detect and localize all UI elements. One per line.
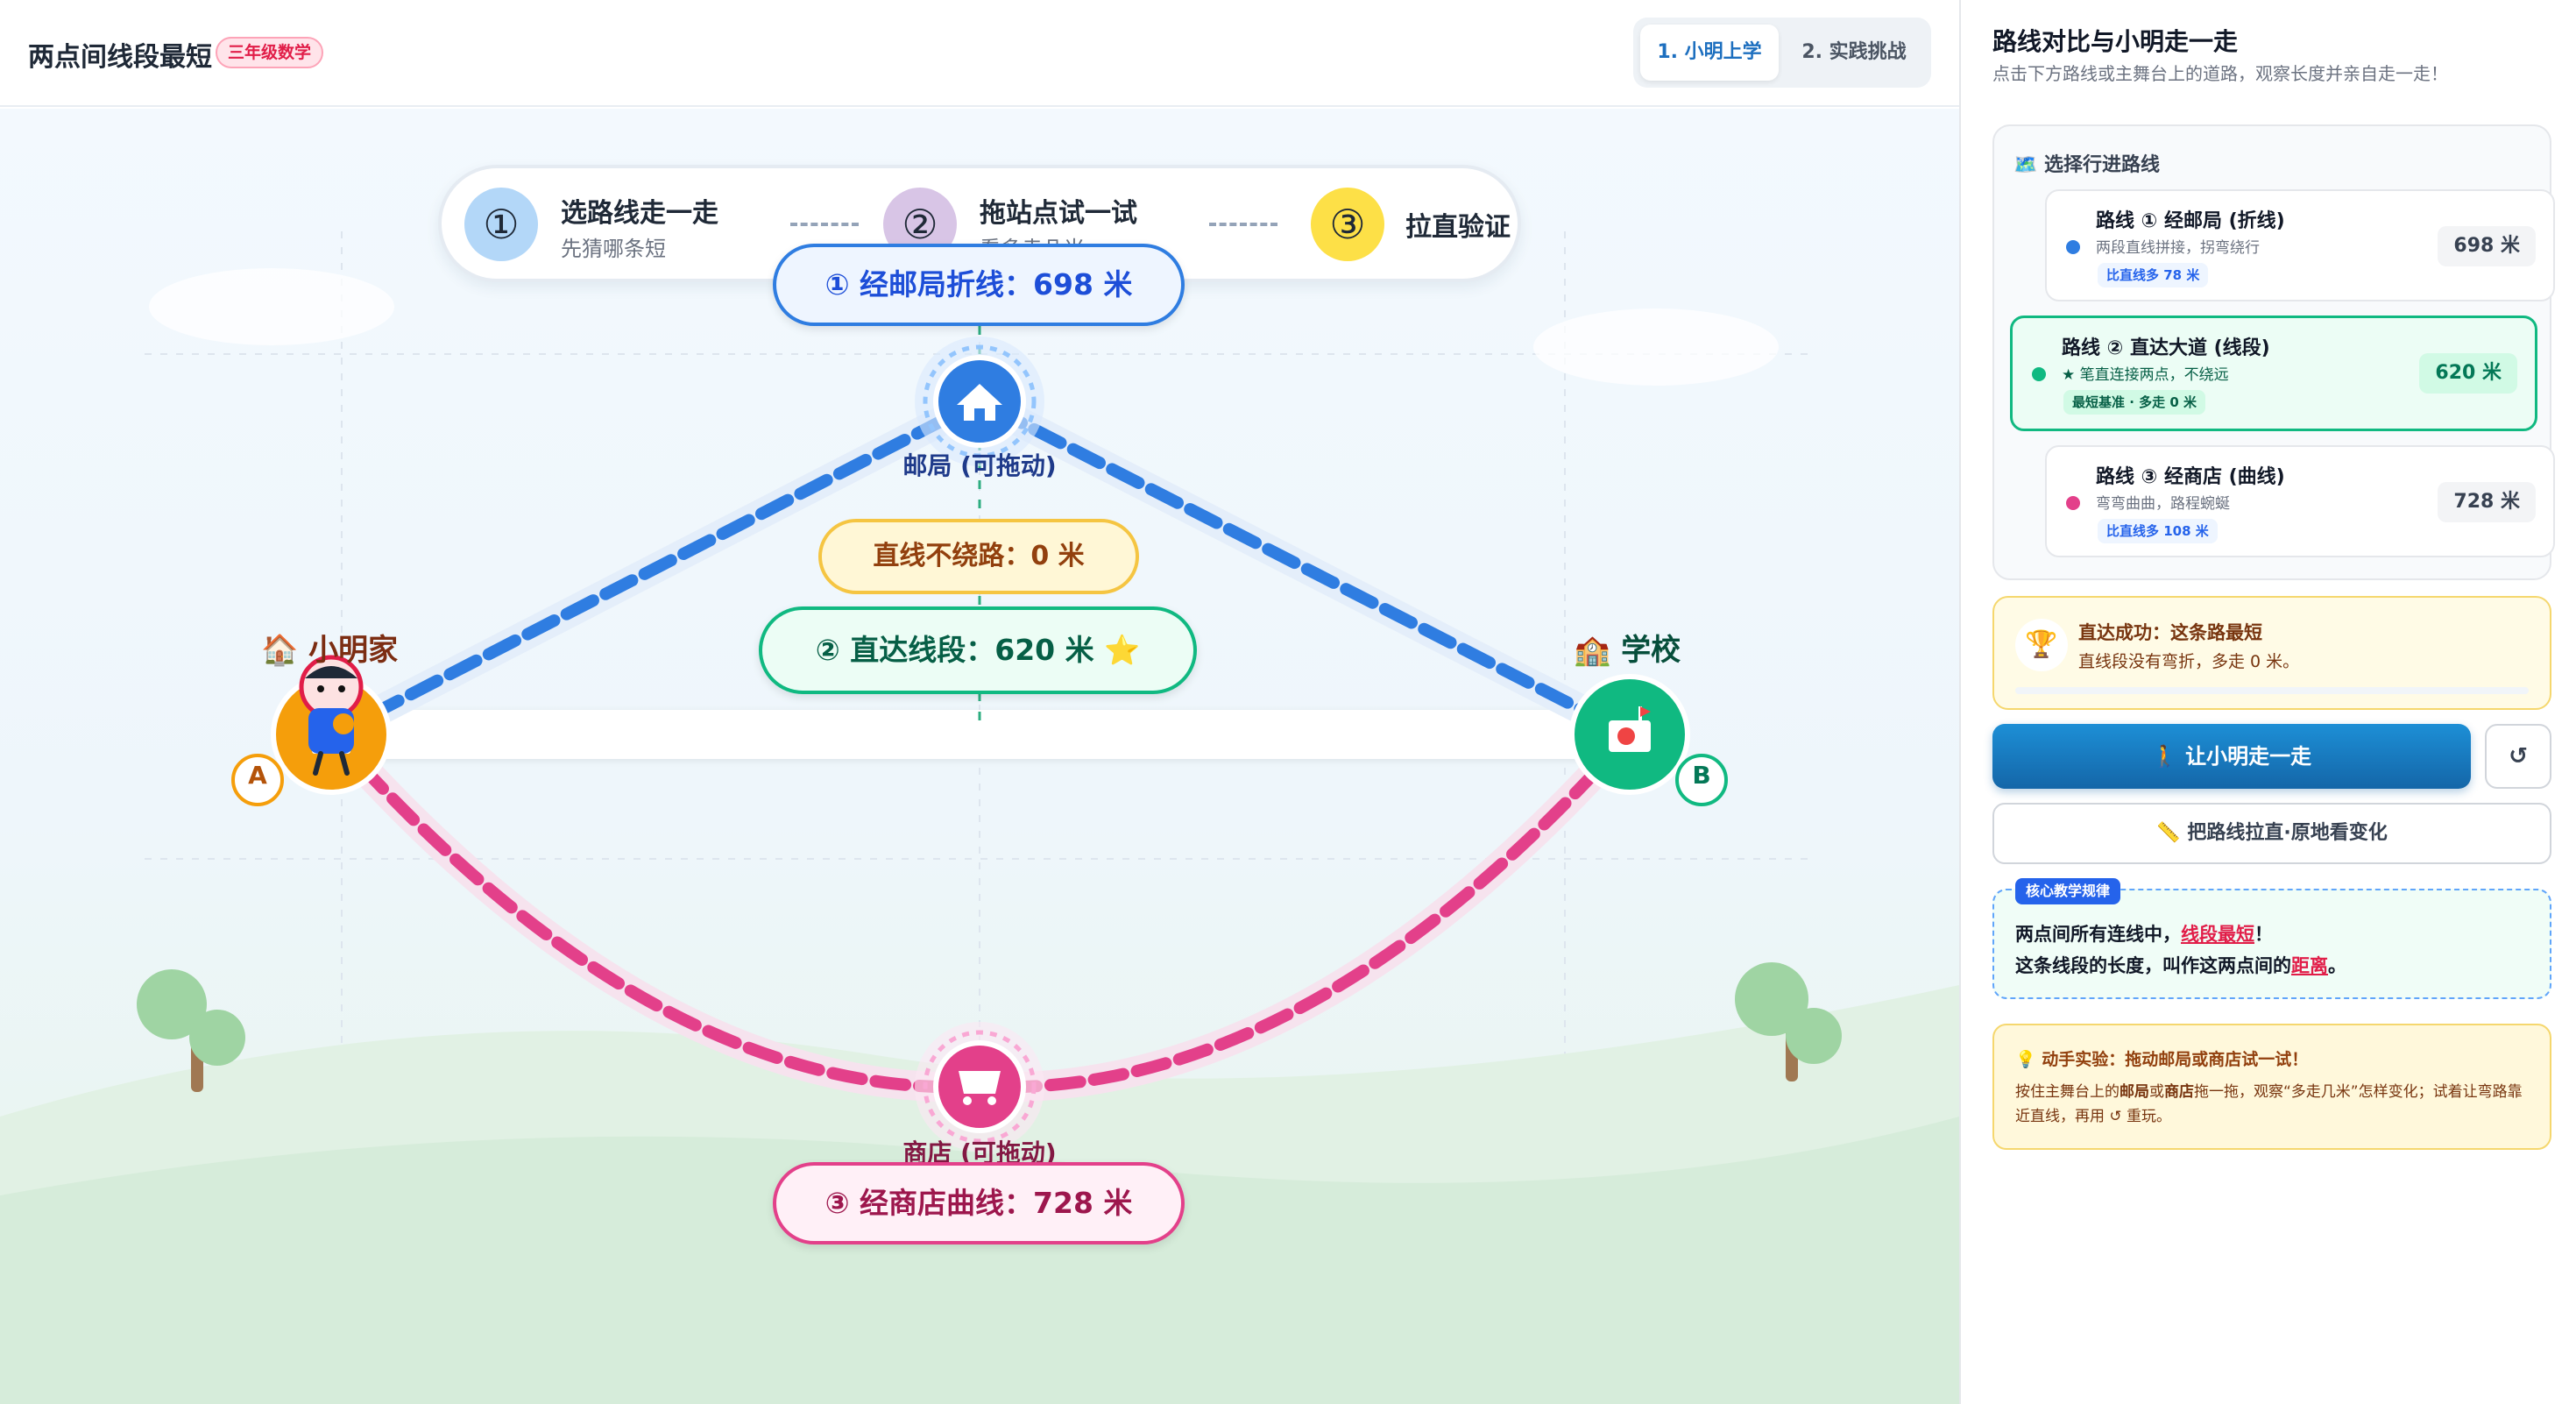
rule-tag: 核心教学规律 [2015,878,2121,904]
mode-tabs: 1. 小明上学 2. 实践挑战 [1633,18,1931,88]
shop-node[interactable] [915,1022,1044,1152]
route-3-color-dot [2066,496,2080,510]
route-list-heading: 🗺️ 选择行进路线 [2013,154,2161,176]
route-2-length: 620 米 [2419,353,2517,394]
sidebar-subtitle: 点击下方路线或主舞台上的道路，观察长度并亲自走一走！ [1992,63,2448,84]
home-label: 🏠 小明家 [261,633,399,668]
result-panel: 🏆 直达成功：这条路最短 直线段没有弯折，多走 0 米。 [1992,596,2551,710]
route-card-3[interactable]: 路线 ③ 经商店 (曲线) 弯弯曲曲，路程蜿蜒 比直线多 108 米 728 米 [2045,445,2555,557]
tree-left [137,969,245,1092]
rule-highlight-shortest: 线段最短 [2181,924,2254,945]
route-1-length-label[interactable]: ① 经邮局折线：698 米 [773,244,1185,326]
route-card-1[interactable]: 路线 ① 经邮局 (折线) 两段直线拼接，拐弯绕行 比直线多 78 米 698 … [2045,189,2555,301]
step-1-circle: ① [464,188,538,261]
grade-badge: 三年级数学 [216,37,324,68]
house-icon [957,384,1002,421]
route-2-color-dot [2032,367,2046,381]
cloud-left [149,268,394,345]
route-card-2[interactable]: 路线 ② 直达大道 (线段) ★ 笔直连接两点，不绕远 最短基准 · 多走 0 … [2010,316,2537,431]
tab-practice-challenge[interactable]: 2. 实践挑战 [1801,41,1907,63]
cloud-right [1533,308,1779,386]
rule-highlight-distance: 距离 [2291,955,2328,976]
reset-button[interactable]: ↺ [2485,724,2551,789]
post-office-label: 邮局 (可拖动) [902,451,1057,480]
step-3-title: 拉直验证 [1405,212,1511,243]
rule-line-1: 两点间所有连线中，线段最短！ [2015,924,2273,945]
school-node [1569,674,1728,806]
step-1-subtitle: 先猜哪条短 [561,237,666,261]
step-2-title: 拖站点试一试 [980,198,1137,229]
route-3-length: 728 米 [2438,482,2536,522]
rule-line-2: 这条线段的长度，叫作这两点间的距离。 [2015,955,2346,976]
result-title: 直达成功：这条路最短 [2078,622,2262,643]
route-1-title: 路线 ① 经邮局 (折线) [2096,210,2285,232]
top-bar: 两点间线段最短 三年级数学 1. 小明上学 2. 实践挑战 [0,0,1959,107]
tree-right [1735,962,1842,1081]
rule-panel: 核心教学规律 两点间所有连线中，线段最短！ 这条线段的长度，叫作这两点间的距离。 [1992,878,2551,999]
tip-title: 💡 动手实验：拖动邮局或商店试一试！ [2015,1050,2309,1069]
walk-progress-track [2015,687,2529,694]
route-2-title: 路线 ② 直达大道 (线段) [2062,337,2270,359]
school-label: 🏫 学校 [1574,633,1681,668]
tab-xiaoming-school[interactable]: 1. 小明上学 [1640,25,1779,81]
step-1-title: 选路线走一走 [561,198,718,229]
route-1-length: 698 米 [2438,226,2536,266]
main-stage: ① 选路线走一走 先猜哪条短 ② 拖站点试一试 看多走几米 ③ 拉直验证 ① 经… [0,109,1959,1404]
tip-panel: 💡 动手实验：拖动邮局或商店试一试！ 按住主舞台上的邮局或商店拖一拖，观察“多走… [1992,1024,2551,1150]
route-2-badge: 最短基准 · 多走 0 米 [2063,390,2206,415]
sidebar: 路线对比与小明走一走 点击下方路线或主舞台上的道路，观察长度并亲自走一走！ 🗺️… [1959,0,2576,1404]
route-1-badge: 比直线多 78 米 [2098,263,2209,287]
route-3-desc: 弯弯曲曲，路程蜿蜒 [2096,495,2230,513]
walk-button[interactable]: 🚶 让小明走一走 [1992,724,2471,789]
route-2-desc: ★ 笔直连接两点，不绕远 [2062,366,2229,384]
step-divider [1209,223,1277,226]
step-3-circle: ③ [1311,188,1384,261]
straighten-button[interactable]: 📏 把路线拉直·原地看变化 [1992,803,2551,864]
detour-label: 直线不绕路：0 米 [818,519,1139,594]
route-list-panel: 🗺️ 选择行进路线 路线 ① 经邮局 (折线) 两段直线拼接，拐弯绕行 比直线多… [1992,124,2555,580]
route-1-desc: 两段直线拼接，拐弯绕行 [2096,239,2260,257]
trophy-icon: 🏆 [2015,619,2068,671]
cart-icon [959,1071,1001,1094]
tip-body: 按住主舞台上的邮局或商店拖一拖，观察“多走几米”怎样变化；试着让弯路靠近直线，再… [2015,1083,2523,1125]
hill-front [0,1117,1959,1404]
route-2-length-label[interactable]: ② 直达线段：620 米 ⭐ [759,606,1197,694]
post-office-node[interactable] [915,337,1044,466]
home-point-letter: A [248,761,267,790]
xiaoming-character[interactable] [299,655,364,776]
sidebar-title: 路线对比与小明走一走 [1992,27,2239,56]
route-1-color-dot [2066,240,2080,254]
page-title: 两点间线段最短 [28,42,212,73]
route-3-length-label[interactable]: ③ 经商店曲线：728 米 [773,1162,1185,1244]
route-3-badge: 比直线多 108 米 [2098,519,2218,543]
result-desc: 直线段没有弯折，多走 0 米。 [2078,652,2300,671]
route-3-title: 路线 ③ 经商店 (曲线) [2096,466,2285,488]
step-divider [790,223,859,226]
school-point-letter: B [1692,761,1711,790]
